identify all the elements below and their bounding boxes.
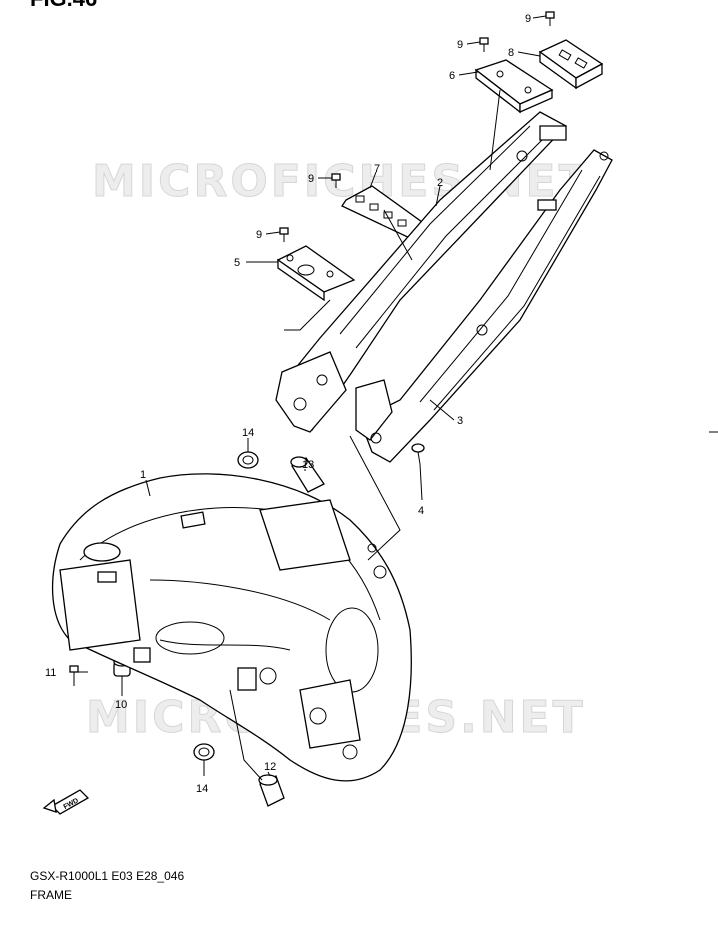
callout-4: 4	[418, 505, 424, 517]
callout-11: 11	[45, 667, 56, 679]
bracket-8	[538, 39, 604, 90]
callout-9a: 9	[525, 13, 531, 25]
bolt-9c	[331, 173, 341, 188]
callout-10: 10	[115, 699, 127, 711]
callout-14a: 14	[242, 427, 254, 439]
callout-7: 7	[374, 163, 380, 175]
callout-9c: 9	[308, 173, 314, 185]
bracket-6	[474, 59, 554, 114]
callout-6: 6	[449, 70, 455, 82]
bolt-4	[411, 443, 425, 501]
forward-direction-tag: FWD	[42, 789, 90, 815]
bolt-9d	[279, 227, 289, 242]
main-frame-1	[52, 473, 412, 782]
collar-14b	[193, 743, 215, 761]
leader-lines	[74, 15, 547, 781]
callout-2: 2	[437, 177, 443, 189]
callout-13: 13	[302, 459, 314, 471]
callout-3: 3	[457, 415, 463, 427]
bolt-9a	[545, 11, 555, 26]
spacer-13	[290, 456, 325, 493]
callout-12: 12	[264, 761, 276, 773]
figure-title: FIG.46	[30, 0, 97, 11]
seat-rail-2	[275, 111, 568, 433]
model-code: GSX-R1000L1 E03 E28_046	[30, 869, 185, 883]
callout-9b: 9	[457, 39, 463, 51]
spacer-12	[258, 774, 285, 807]
callout-9d: 9	[256, 229, 262, 241]
bolt-9b	[479, 37, 489, 52]
callout-14b: 14	[196, 783, 208, 795]
callout-labels: 9 9 8 6 9 7 2 9 5 3 14 13 1 4 11 10 12 1…	[45, 13, 531, 795]
callout-5: 5	[234, 257, 240, 269]
callout-1: 1	[140, 469, 146, 481]
section-name: FRAME	[30, 888, 72, 902]
bolt-11	[69, 665, 79, 686]
collar-14a	[237, 451, 259, 469]
seat-rail-3	[355, 149, 613, 463]
callout-8: 8	[508, 47, 514, 59]
bracket-5	[276, 245, 356, 302]
